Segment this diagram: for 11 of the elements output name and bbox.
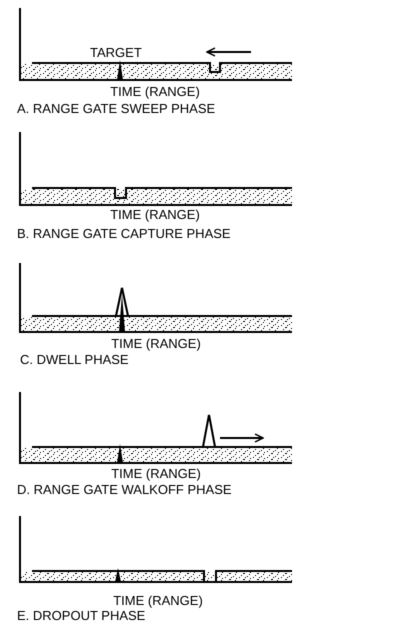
panel-caption: D. RANGE GATE WALKOFF PHASE <box>17 483 232 497</box>
target-label: TARGET <box>90 46 142 60</box>
panel-caption: C. DWELL PHASE <box>20 353 129 367</box>
panel-caption: B. RANGE GATE CAPTURE PHASE <box>17 227 231 241</box>
axis-label: TIME (RANGE) <box>111 467 201 481</box>
axis-label: TIME (RANGE) <box>111 337 201 351</box>
axis-label: TIME (RANGE) <box>110 208 200 222</box>
panel-caption: E. DROPOUT PHASE <box>17 609 146 623</box>
axis-label: TIME (RANGE) <box>110 85 200 99</box>
axis-label: TIME (RANGE) <box>113 594 203 608</box>
panel-caption: A. RANGE GATE SWEEP PHASE <box>17 102 216 116</box>
